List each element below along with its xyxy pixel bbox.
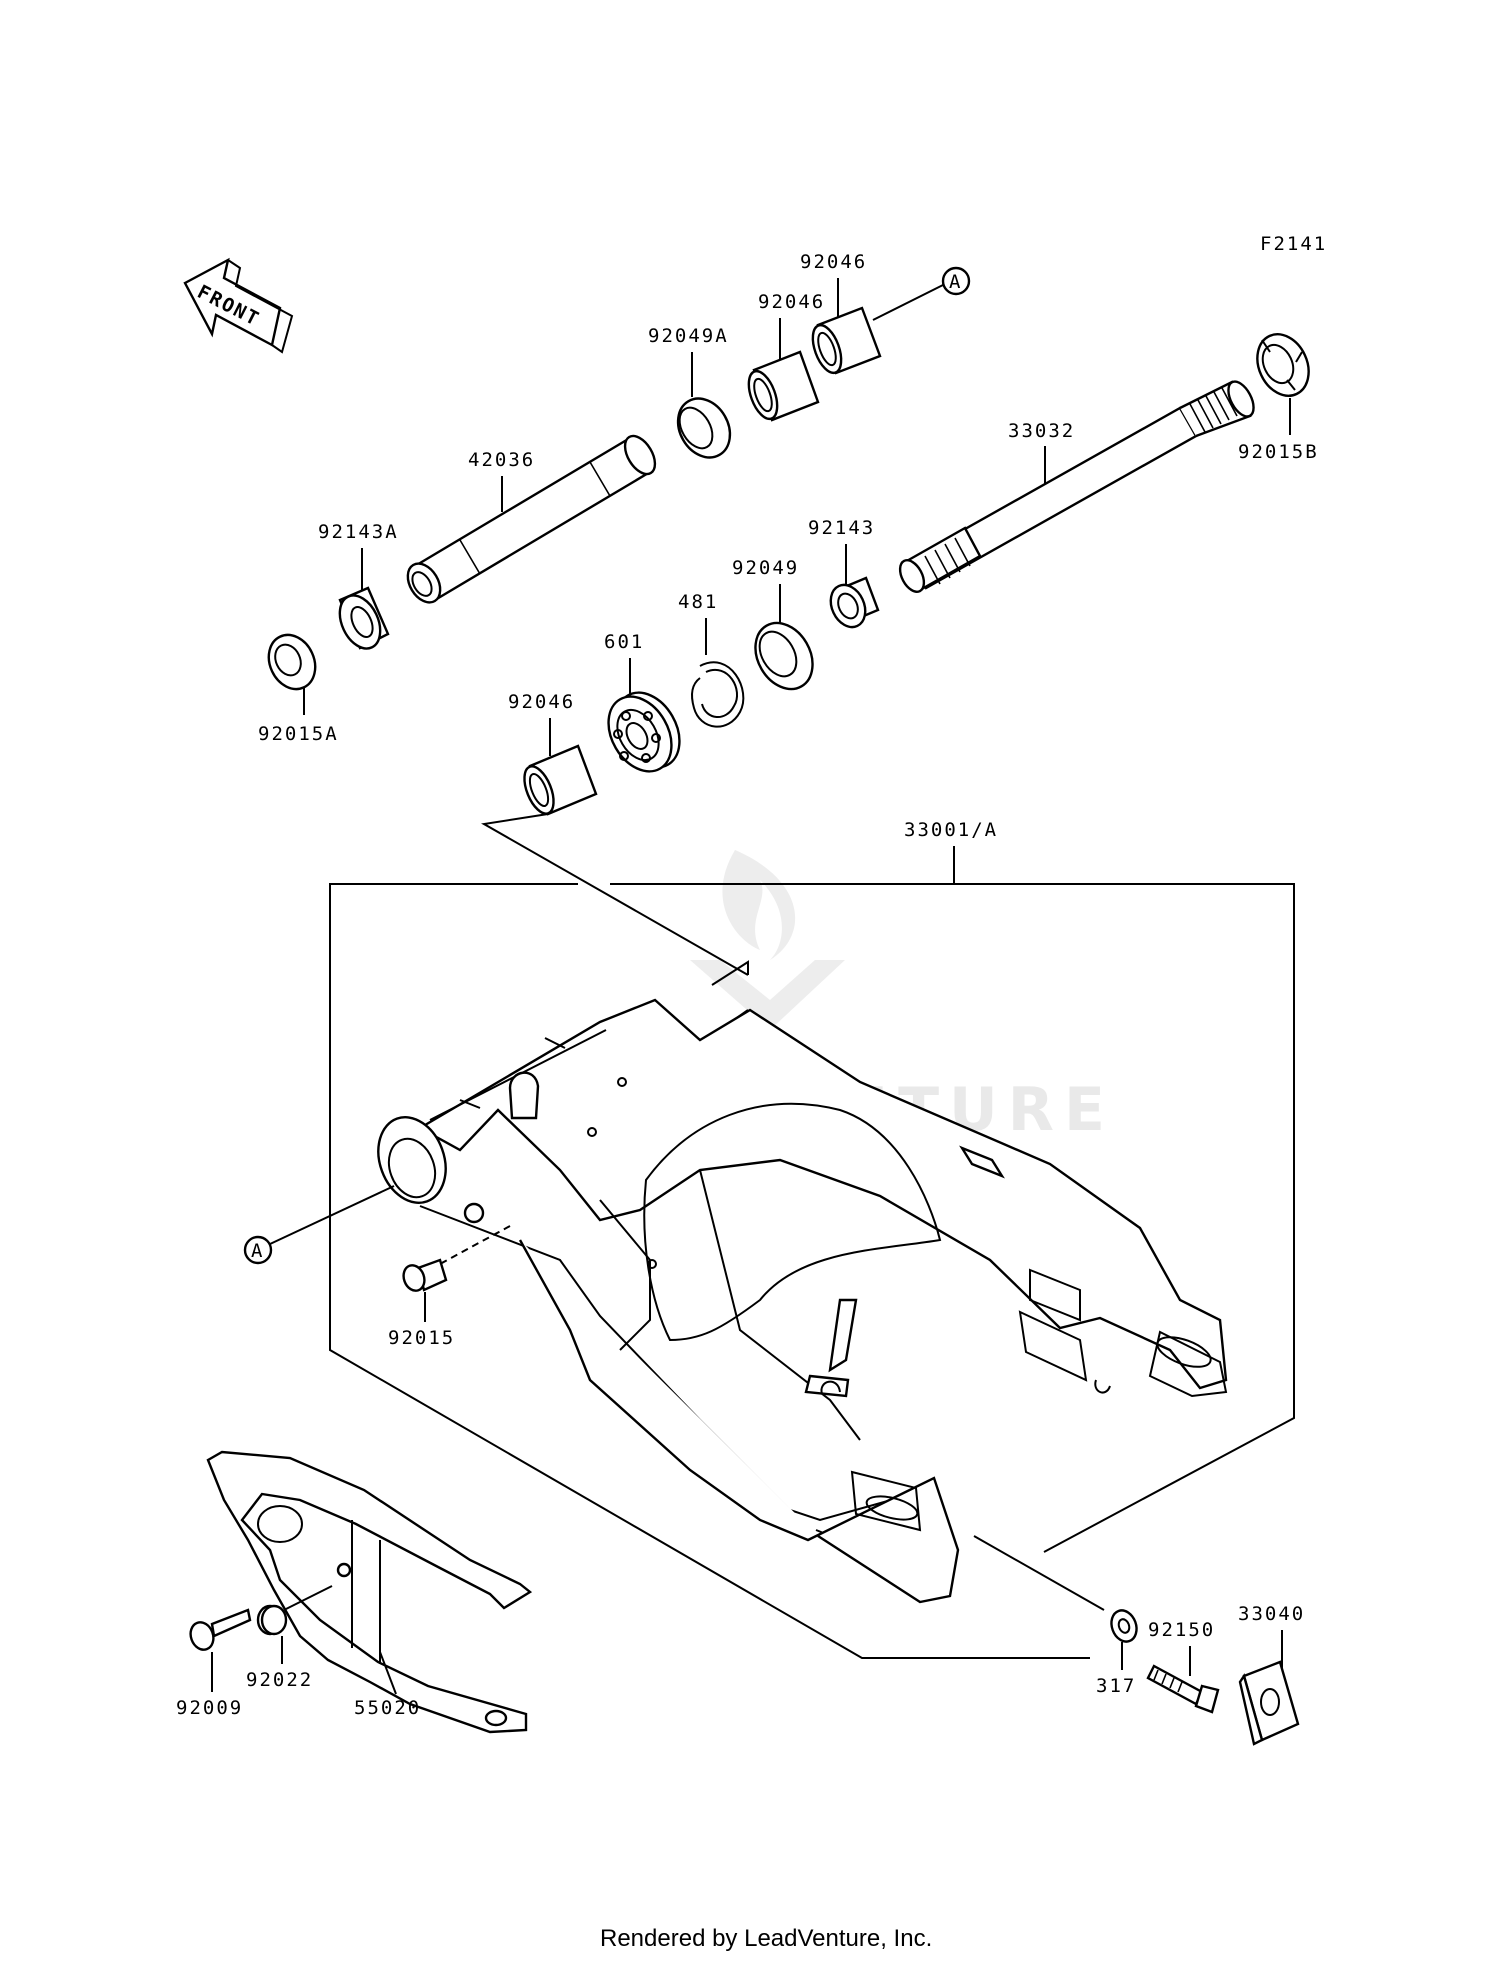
swingarm-33001 bbox=[377, 998, 1228, 1604]
nut-317: 317 bbox=[973, 1535, 1138, 1697]
needle-bearing-92046-top: 92046 bbox=[800, 251, 882, 375]
label-92049A: 92049A bbox=[648, 325, 729, 347]
chain-guard-55020: 55020 bbox=[206, 1450, 533, 1734]
label-92022: 92022 bbox=[246, 1669, 313, 1691]
nut-92015B: 92015B bbox=[1238, 333, 1319, 463]
label-92046-mid: 92046 bbox=[758, 291, 825, 313]
callout-a-lower: A bbox=[243, 1185, 395, 1265]
front-arrow-icon: FRONT bbox=[183, 257, 294, 354]
circlip-481: 481 bbox=[678, 591, 745, 728]
label-42036: 42036 bbox=[468, 449, 535, 471]
label-92143A: 92143A bbox=[318, 521, 399, 543]
swingarm-assembly-bracket: 33001/A bbox=[329, 819, 1295, 1659]
ball-bearing-601: 601 bbox=[604, 631, 681, 773]
seal-92049A: 92049A bbox=[648, 325, 732, 459]
pivot-shaft-33032: 33032 bbox=[898, 380, 1255, 593]
label-92046-top: 92046 bbox=[800, 251, 867, 273]
label-92015A: 92015A bbox=[258, 723, 339, 745]
collar-92143: 92143 bbox=[808, 517, 880, 629]
bolt-92015: 92015 bbox=[388, 1225, 511, 1349]
block-33040: 33040 bbox=[1238, 1603, 1305, 1746]
footer-credit: Rendered by LeadVenture, Inc. bbox=[600, 1925, 932, 1952]
screw-92009: 92009 bbox=[176, 1608, 252, 1719]
label-92046-low: 92046 bbox=[508, 691, 575, 713]
label-92143: 92143 bbox=[808, 517, 875, 539]
label-33040: 33040 bbox=[1238, 1603, 1305, 1625]
svg-text:A: A bbox=[949, 271, 962, 293]
label-317: 317 bbox=[1096, 1675, 1136, 1697]
seal-92049: 92049 bbox=[732, 557, 814, 691]
label-92049: 92049 bbox=[732, 557, 799, 579]
label-92150: 92150 bbox=[1148, 1619, 1215, 1641]
callout-a-top: A bbox=[872, 266, 971, 321]
svg-text:A: A bbox=[251, 1240, 264, 1262]
bolt-92150: 92150 bbox=[1146, 1619, 1220, 1714]
label-92015B: 92015B bbox=[1238, 441, 1319, 463]
label-92009: 92009 bbox=[176, 1697, 243, 1719]
figure-code: F2141 bbox=[1260, 233, 1327, 255]
label-481: 481 bbox=[678, 591, 718, 613]
nut-92015A: 92015A bbox=[258, 633, 339, 745]
needle-bearing-92046-low: 92046 bbox=[508, 691, 598, 816]
washer-92022: 92022 bbox=[246, 1585, 333, 1691]
label-55020: 55020 bbox=[354, 1697, 421, 1719]
needle-bearing-92046-mid: 92046 bbox=[747, 291, 825, 422]
collar-92143A: 92143A bbox=[318, 521, 399, 650]
label-33001A: 33001/A bbox=[904, 819, 998, 841]
label-92015: 92015 bbox=[388, 1327, 455, 1349]
sleeve-42036: 42036 bbox=[406, 434, 657, 604]
label-601: 601 bbox=[604, 631, 644, 653]
label-33032: 33032 bbox=[1008, 420, 1075, 442]
